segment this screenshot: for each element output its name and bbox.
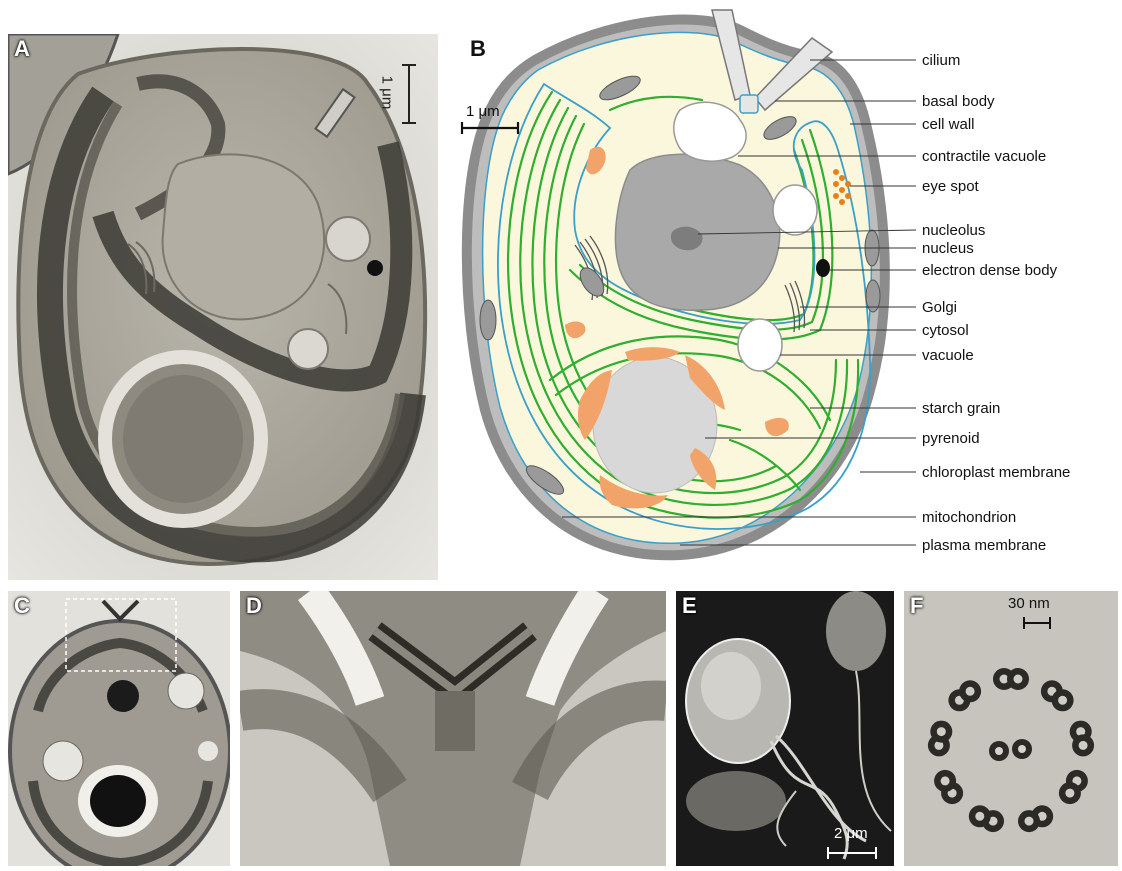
- panel-d-basal-body-detail: D: [240, 591, 666, 866]
- label-mitochondrion: mitochondrion: [922, 509, 1016, 526]
- panel-e-scale-label: 2 μm: [834, 825, 868, 842]
- microtubule-lumen: [975, 812, 984, 821]
- panel-e-letter: E: [682, 593, 697, 619]
- label-basal-body: basal body: [922, 93, 995, 110]
- vacuole-lower: [738, 319, 782, 371]
- panel-b-scale-label: 1 μm: [466, 103, 500, 120]
- panel-f-scale-label: 30 nm: [1008, 595, 1050, 612]
- panel-c-micrograph: [8, 591, 230, 866]
- panel-f-micrograph: [904, 591, 1118, 866]
- panel-a-scale-bar: [408, 64, 410, 124]
- label-eye-spot: eye spot: [922, 178, 980, 195]
- panel-a-scale-label: 1 μm: [378, 76, 395, 110]
- panel-f-letter: F: [910, 593, 923, 619]
- panel-b-diagram: 1 μm cilium basal body cell wall cont: [440, 0, 1122, 575]
- panel-a-scale-bar-cap-top: [402, 64, 416, 66]
- panel-e-sem-cell: E 2 μm: [676, 591, 894, 866]
- microtubule-lumen: [1025, 817, 1034, 826]
- vacuole-upper: [773, 185, 817, 235]
- microtubule-lumen: [937, 727, 946, 736]
- label-cytosol: cytosol: [922, 322, 969, 339]
- label-nucleus: nucleus: [922, 240, 974, 257]
- panel-a-scale-bar-cap-bottom: [402, 122, 416, 124]
- panel-c-tem-overview: C: [8, 591, 230, 866]
- label-starch-grain: starch grain: [922, 400, 1000, 417]
- microtubule-lumen: [941, 776, 950, 785]
- panel-a-micrograph: [8, 34, 438, 580]
- electron-dense-body: [816, 259, 830, 277]
- label-electron-dense-body: electron dense body: [922, 262, 1058, 279]
- label-golgi: Golgi: [922, 299, 957, 316]
- diagram-labels: cilium basal body cell wall contractile …: [922, 52, 1070, 554]
- panel-b-letter: B: [470, 36, 486, 62]
- label-nucleolus: nucleolus: [922, 222, 985, 239]
- panel-d-micrograph: [240, 591, 666, 866]
- label-plasma-membrane: plasma membrane: [922, 537, 1046, 554]
- panel-c-letter: C: [14, 593, 30, 619]
- microtubule-lumen: [966, 687, 975, 696]
- microtubule-lumen: [1014, 675, 1023, 684]
- label-cilium: cilium: [922, 52, 960, 69]
- basal-body: [740, 95, 758, 113]
- panel-b-schematic: 1 μm cilium basal body cell wall cont: [440, 0, 1122, 575]
- microtubule-lumen: [1065, 789, 1074, 798]
- panel-a-tem-cell: A 1 μm: [8, 34, 438, 580]
- panel-a-letter: A: [14, 36, 30, 62]
- label-pyrenoid: pyrenoid: [922, 430, 980, 447]
- microtubule-lumen: [1079, 741, 1088, 750]
- label-cell-wall: cell wall: [922, 116, 975, 133]
- panel-f-axoneme-cross-section: F 30 nm: [904, 591, 1118, 866]
- label-contractile-vacuole: contractile vacuole: [922, 148, 1046, 165]
- microtubule-lumen: [1058, 696, 1067, 705]
- label-vacuole: vacuole: [922, 347, 974, 364]
- panel-d-letter: D: [246, 593, 262, 619]
- label-chloroplast-membrane: chloroplast membrane: [922, 464, 1070, 481]
